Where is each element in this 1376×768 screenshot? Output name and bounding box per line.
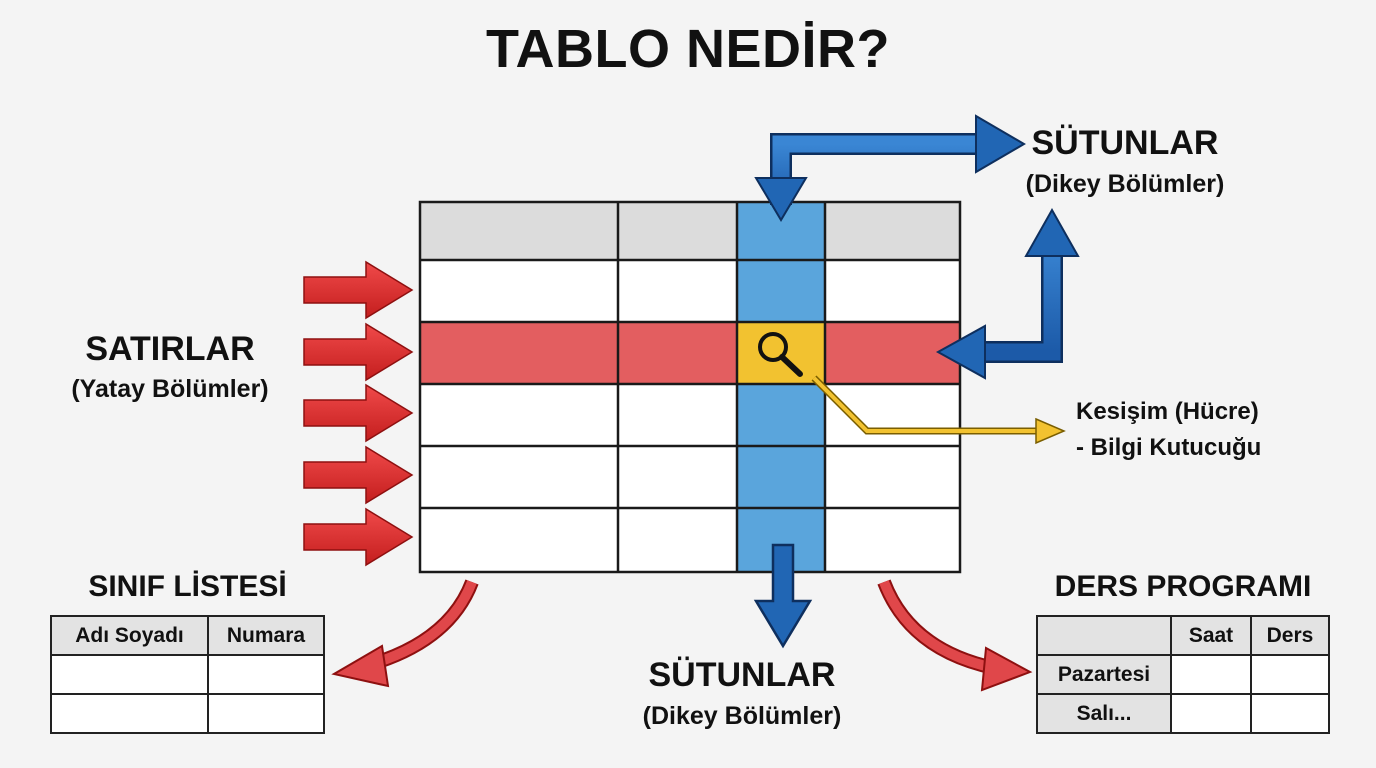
rows-sublabel: (Yatay Bölümler) xyxy=(71,375,269,403)
class-list-arrow xyxy=(331,579,479,688)
header-row xyxy=(420,202,960,260)
table-row xyxy=(50,693,325,734)
table-cell xyxy=(207,654,325,695)
class-list-header-number: Numara xyxy=(207,615,325,656)
schedule-header-corner xyxy=(1036,615,1172,656)
cell-label-line2: - Bilgi Kutucuğu xyxy=(1076,434,1262,461)
rows-label: SATIRLAR xyxy=(85,330,255,368)
table-row: Pazartesi xyxy=(1036,654,1330,695)
main-table xyxy=(418,200,962,574)
class-list-header-name: Adı Soyadı xyxy=(50,615,209,656)
cell-label-line1: Kesişim (Hücre) xyxy=(1076,398,1259,425)
schedule-table: Saat Ders Pazartesi Salı... xyxy=(1036,615,1330,734)
row-arrow-4 xyxy=(303,445,414,505)
table-cell xyxy=(1170,693,1252,734)
schedule-title: DERS PROGRAMI xyxy=(1054,570,1312,603)
cell-arrow xyxy=(811,375,1066,445)
schedule-arrow xyxy=(877,579,1033,692)
table-body xyxy=(420,260,960,572)
columns-top-sublabel: (Dikey Bölümler) xyxy=(1025,170,1225,198)
magnifier-icon xyxy=(758,332,803,377)
columns-bottom-sublabel: (Dikey Bölümler) xyxy=(642,702,842,730)
row-arrow-1 xyxy=(303,260,414,320)
row-arrow-3 xyxy=(303,383,414,443)
table-cell xyxy=(1170,654,1252,695)
row-arrows xyxy=(303,260,414,567)
highlighted-row xyxy=(420,322,960,384)
highlighted-column xyxy=(737,202,825,572)
schedule-row-label-tuesday: Salı... xyxy=(1036,693,1172,734)
class-list-table: Adı Soyadı Numara xyxy=(50,615,325,734)
intersection-cell xyxy=(737,322,825,384)
table-row xyxy=(50,654,325,695)
table-row: Adı Soyadı Numara xyxy=(50,615,325,656)
schedule-header-lesson: Ders xyxy=(1250,615,1330,656)
table-grid xyxy=(418,200,962,574)
class-list-title: SINIF LİSTESİ xyxy=(88,570,287,603)
row-arrow-2 xyxy=(303,322,414,382)
table-cell xyxy=(1250,654,1330,695)
columns-top-label: SÜTUNLAR xyxy=(1031,124,1219,162)
schedule-header-time: Saat xyxy=(1170,615,1252,656)
row-to-columns-arrow xyxy=(935,207,1080,380)
columns-bottom-arrow xyxy=(753,543,813,649)
schedule-row-label-monday: Pazartesi xyxy=(1036,654,1172,695)
table-cell xyxy=(50,654,209,695)
row-arrow-5 xyxy=(303,507,414,567)
columns-top-arrow xyxy=(754,114,1026,222)
table-cell xyxy=(207,693,325,734)
table-cell xyxy=(50,693,209,734)
table-cell xyxy=(1250,693,1330,734)
table-row: Saat Ders xyxy=(1036,615,1330,656)
diagram-title: TABLO NEDİR? xyxy=(486,19,890,79)
table-row: Salı... xyxy=(1036,693,1330,734)
columns-bottom-label: SÜTUNLAR xyxy=(648,656,836,694)
